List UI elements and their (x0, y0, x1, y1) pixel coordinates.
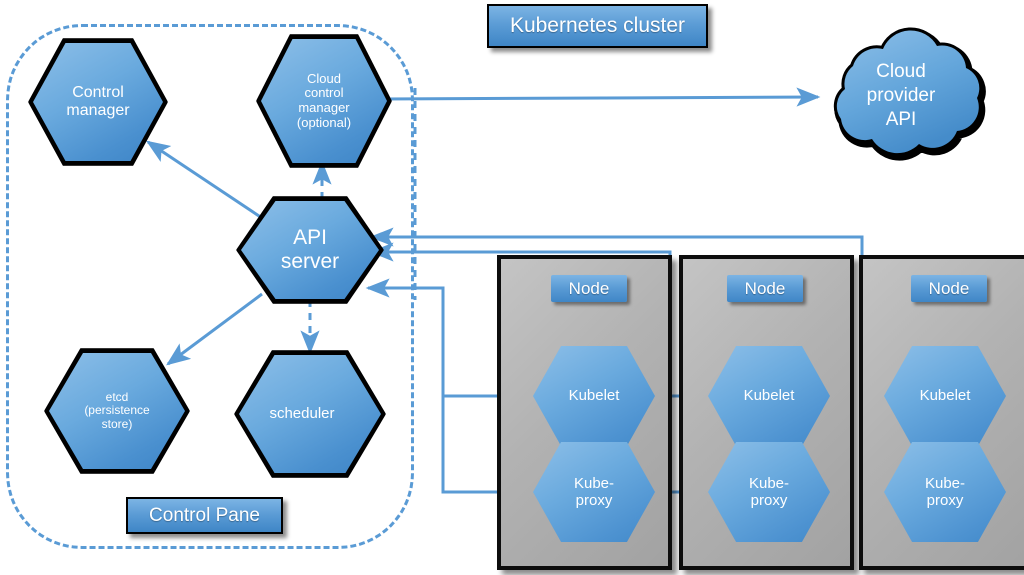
etcd-node[interactable]: etcd (persistence store) (44, 348, 190, 474)
cloud-provider-api-node[interactable]: Cloud provider API (806, 26, 996, 166)
kubelet-1-label: Kubelet (568, 387, 620, 405)
scheduler-node[interactable]: scheduler (234, 350, 386, 478)
cloud-control-manager-node[interactable]: Cloud control manager (optional) (256, 34, 392, 168)
node-3-title-badge: Node (911, 275, 987, 302)
kubelet-2-label: Kubelet (743, 387, 795, 405)
scheduler-label: scheduler (269, 404, 335, 422)
kubelet-3-label: Kubelet (919, 387, 971, 405)
etcd-label: etcd (persistence store) (84, 389, 150, 431)
cloud-provider-api-label: Cloud provider API (866, 61, 936, 130)
node-1-title-badge: Node (551, 275, 627, 302)
cluster-title-label: Kubernetes cluster (509, 14, 686, 37)
cloud-control-manager-face: Cloud control manager (optional) (261, 39, 387, 163)
kube-proxy-2-hex[interactable]: Kube- proxy (708, 442, 830, 542)
kube-proxy-2-label: Kube- proxy (748, 474, 790, 509)
control-manager-face: Control manager (33, 43, 163, 161)
api-server-label: API server (280, 226, 340, 273)
kube-proxy-1-label: Kube- proxy (573, 474, 615, 509)
kube-proxy-1-hex[interactable]: Kube- proxy (533, 442, 655, 542)
cluster-title-banner: Kubernetes cluster (487, 4, 708, 48)
control-plane-label: Control Pane (149, 504, 260, 526)
cloud-icon (833, 27, 986, 161)
api-server-node[interactable]: API server (236, 196, 384, 304)
kube-proxy-3-label: Kube- proxy (924, 474, 966, 509)
node-1-label: Node (568, 278, 610, 298)
kubelet-3-hex[interactable]: Kubelet (884, 346, 1006, 446)
conn-cloud-control-manager-to-api (381, 87, 821, 107)
node-2-title-badge: Node (727, 275, 803, 302)
etcd-face: etcd (persistence store) (49, 353, 185, 469)
cloud-control-manager-label: Cloud control manager (optional) (296, 70, 352, 130)
control-manager-label: Control manager (66, 84, 130, 119)
kube-proxy-3-hex[interactable]: Kube- proxy (884, 442, 1006, 542)
control-manager-node[interactable]: Control manager (28, 38, 168, 166)
control-plane-banner: Control Pane (126, 497, 283, 534)
node-3-label: Node (928, 278, 970, 298)
node-2-label: Node (744, 278, 786, 298)
